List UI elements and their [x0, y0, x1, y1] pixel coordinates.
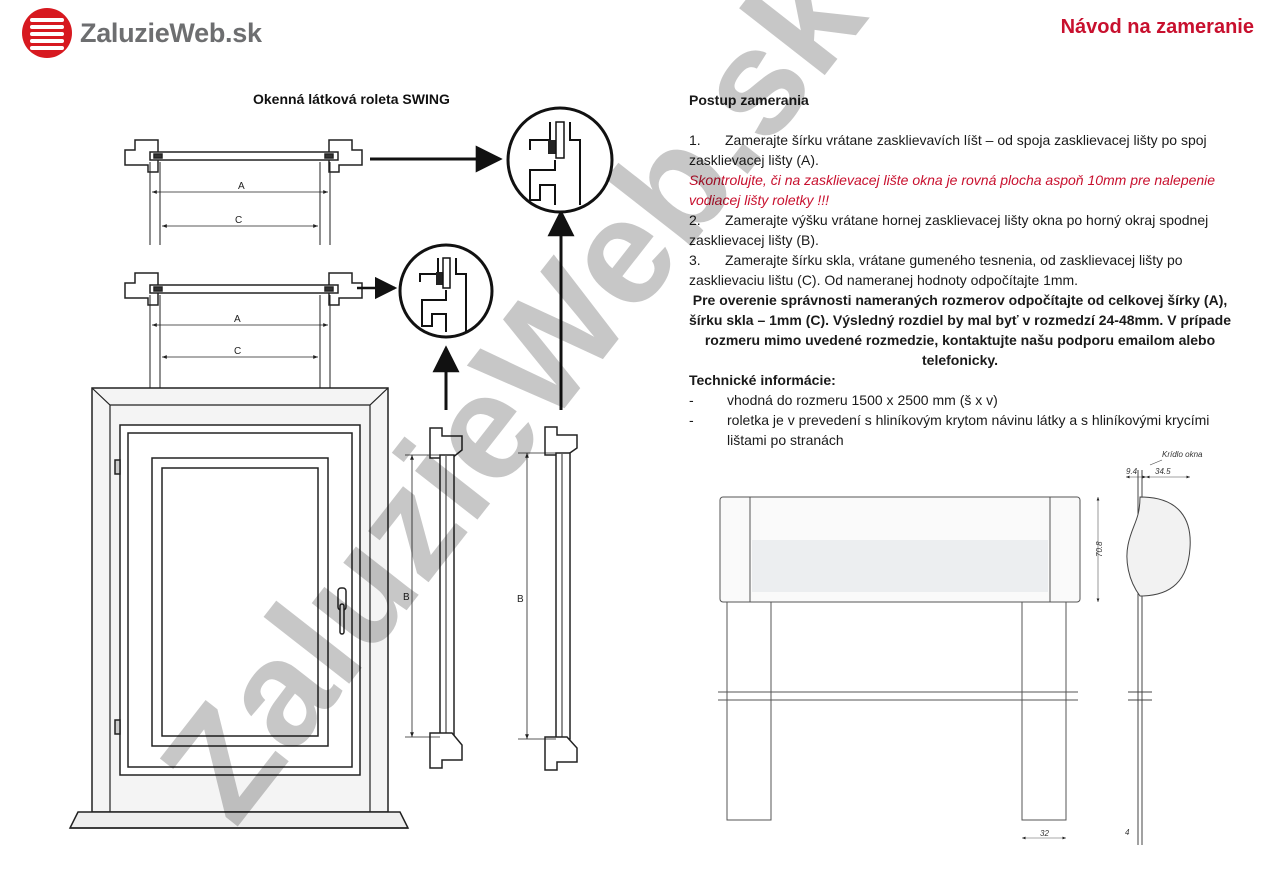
dim-label-c: C — [235, 215, 242, 226]
figure-title: Okenná látková roleta SWING — [253, 91, 450, 107]
document-title: Návod na zameranie — [1060, 16, 1254, 38]
blinds-logo-icon — [22, 8, 72, 58]
detail-circle-2 — [398, 243, 494, 339]
brand-logo: ZaluzieWeb.sk — [22, 8, 262, 58]
dim-32: 32 — [1040, 829, 1049, 838]
dim-label-b: B — [403, 592, 410, 603]
dim-label-a: A — [238, 181, 245, 192]
dim-4: 4 — [1125, 828, 1130, 837]
dim-9-4: 9.4 — [1126, 467, 1138, 476]
tech-heading: Technické informácie: — [689, 372, 836, 388]
profile-drawing — [1126, 459, 1191, 845]
roller-blind-drawing — [718, 496, 1100, 840]
instructions-heading: Postup zamerania — [689, 92, 809, 108]
dim-70-8: 70.8 — [1095, 541, 1104, 557]
check-instructions: Pre overenie správnosti nameraných rozme… — [688, 292, 1231, 368]
wing-label: Krídlo okna — [1162, 450, 1203, 459]
brand-name: ZaluzieWeb.sk — [80, 17, 262, 48]
window-drawing — [68, 387, 410, 829]
dim-label-a-2: A — [234, 314, 241, 325]
tech-item-1: -vhodná do rozmeru 1500 x 2500 mm (š x v… — [689, 392, 998, 408]
dim-label-b-2: B — [517, 594, 524, 605]
side-section-left — [405, 427, 463, 769]
tech-item-2: -roletka je v prevedení s hliníkovým kry… — [689, 412, 1210, 448]
side-section-right — [518, 426, 578, 771]
step-1: 1.Zamerajte šírku vrátane zasklievavích … — [689, 132, 1207, 168]
dim-34-5: 34.5 — [1155, 467, 1171, 476]
step-2: 2.Zamerajte výšku vrátane hornej zasklie… — [689, 212, 1209, 248]
dim-label-c-2: C — [234, 346, 241, 357]
step-3: 3.Zamerajte šírku skla, vrátane gumeného… — [689, 252, 1183, 288]
cross-section-top — [124, 139, 363, 245]
measurement-instructions: Postup zamerania 1.Zamerajte šírku vráta… — [689, 90, 1231, 450]
detail-circle-1 — [506, 106, 614, 214]
warning-text: Skontrolujte, či na zasklievacej lište o… — [689, 172, 1216, 208]
